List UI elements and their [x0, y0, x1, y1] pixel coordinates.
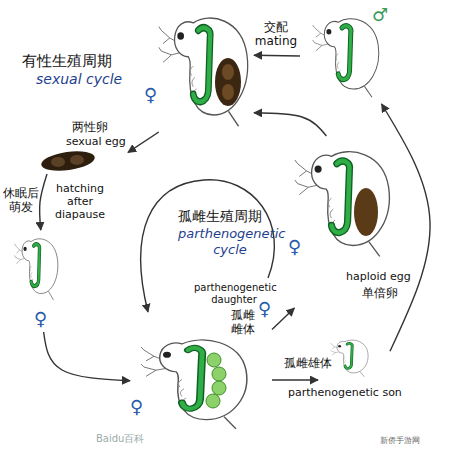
- cycle-arrow: [382, 104, 430, 351]
- resting-egg: [51, 157, 65, 167]
- cycle-title: parthenogenetic cycle: [178, 226, 282, 257]
- sex-symbol: ♂: [372, 4, 388, 26]
- haploid-egg: [354, 188, 378, 236]
- parthenogenetic-egg: [206, 394, 220, 408]
- parthenogenetic-egg: [212, 381, 226, 395]
- stage-label: parthenogenetic son: [288, 386, 402, 399]
- cycle-title: 有性生殖周期: [22, 52, 112, 70]
- watermark: Baidu百科: [96, 433, 144, 445]
- cycle-arrow: [128, 132, 159, 152]
- cycle-arrow: [272, 308, 294, 329]
- cycle-arrow: [254, 55, 300, 57]
- stage-label: 单倍卵: [362, 286, 398, 300]
- cycle-arrow: [272, 379, 318, 380]
- stage-label: haploid egg: [346, 270, 411, 283]
- juvenile: ♀: [10, 230, 66, 332]
- sex-symbol: ♀: [130, 396, 143, 418]
- watermark: 新侨手游网: [380, 436, 420, 446]
- sex-symbol: ♀: [258, 298, 271, 320]
- cycle-arrow: [254, 113, 326, 136]
- cycle-title: 孤雌生殖周期: [178, 208, 262, 225]
- stage-label: 休眠后 萌发: [2, 186, 40, 215]
- daphnia-drawing: [313, 19, 379, 98]
- cycle-arrow: [141, 180, 275, 312]
- resting-egg: [222, 64, 234, 80]
- ephippium: [40, 148, 96, 173]
- edge-label: 交配 mating: [253, 20, 299, 49]
- cycle-arrow: [44, 332, 130, 381]
- cycle-arrow: [40, 174, 47, 230]
- daphnia-drawing: [330, 340, 368, 377]
- resting-egg: [222, 84, 234, 100]
- edge-label: hatching after diapause: [49, 182, 111, 222]
- stage-label: 孤雌雄体: [284, 356, 332, 370]
- daphnia-drawing: [14, 239, 57, 300]
- sex-symbol: ♀: [144, 84, 157, 106]
- stage-label: sexual egg: [66, 135, 126, 148]
- sex-symbol: ♀: [288, 236, 301, 258]
- daphnia-drawing: [141, 340, 247, 429]
- parthenogenetic-son: 孤雌雄体parthenogenetic son: [318, 336, 390, 412]
- male: ♂: [300, 4, 396, 104]
- parthenogenetic-egg: [212, 367, 226, 381]
- cycle-title: sexual cycle: [36, 71, 122, 88]
- daphnia-drawing: [295, 152, 389, 257]
- sex-symbol: ♀: [34, 308, 47, 330]
- parthenogenetic-egg: [207, 353, 221, 367]
- stage-label: 孤雌雌体: [230, 308, 256, 337]
- daphnia-drawing: [159, 18, 248, 126]
- ephippium: [215, 58, 241, 106]
- stage-label: 两性卵: [72, 120, 108, 134]
- sexual-female: ♀: [142, 4, 254, 132]
- resting-egg: [70, 155, 84, 165]
- sexual-egg: 两性卵sexual egg: [38, 120, 128, 174]
- haploid-egg-female: ♀ haploid egg 单倍卵: [288, 136, 416, 308]
